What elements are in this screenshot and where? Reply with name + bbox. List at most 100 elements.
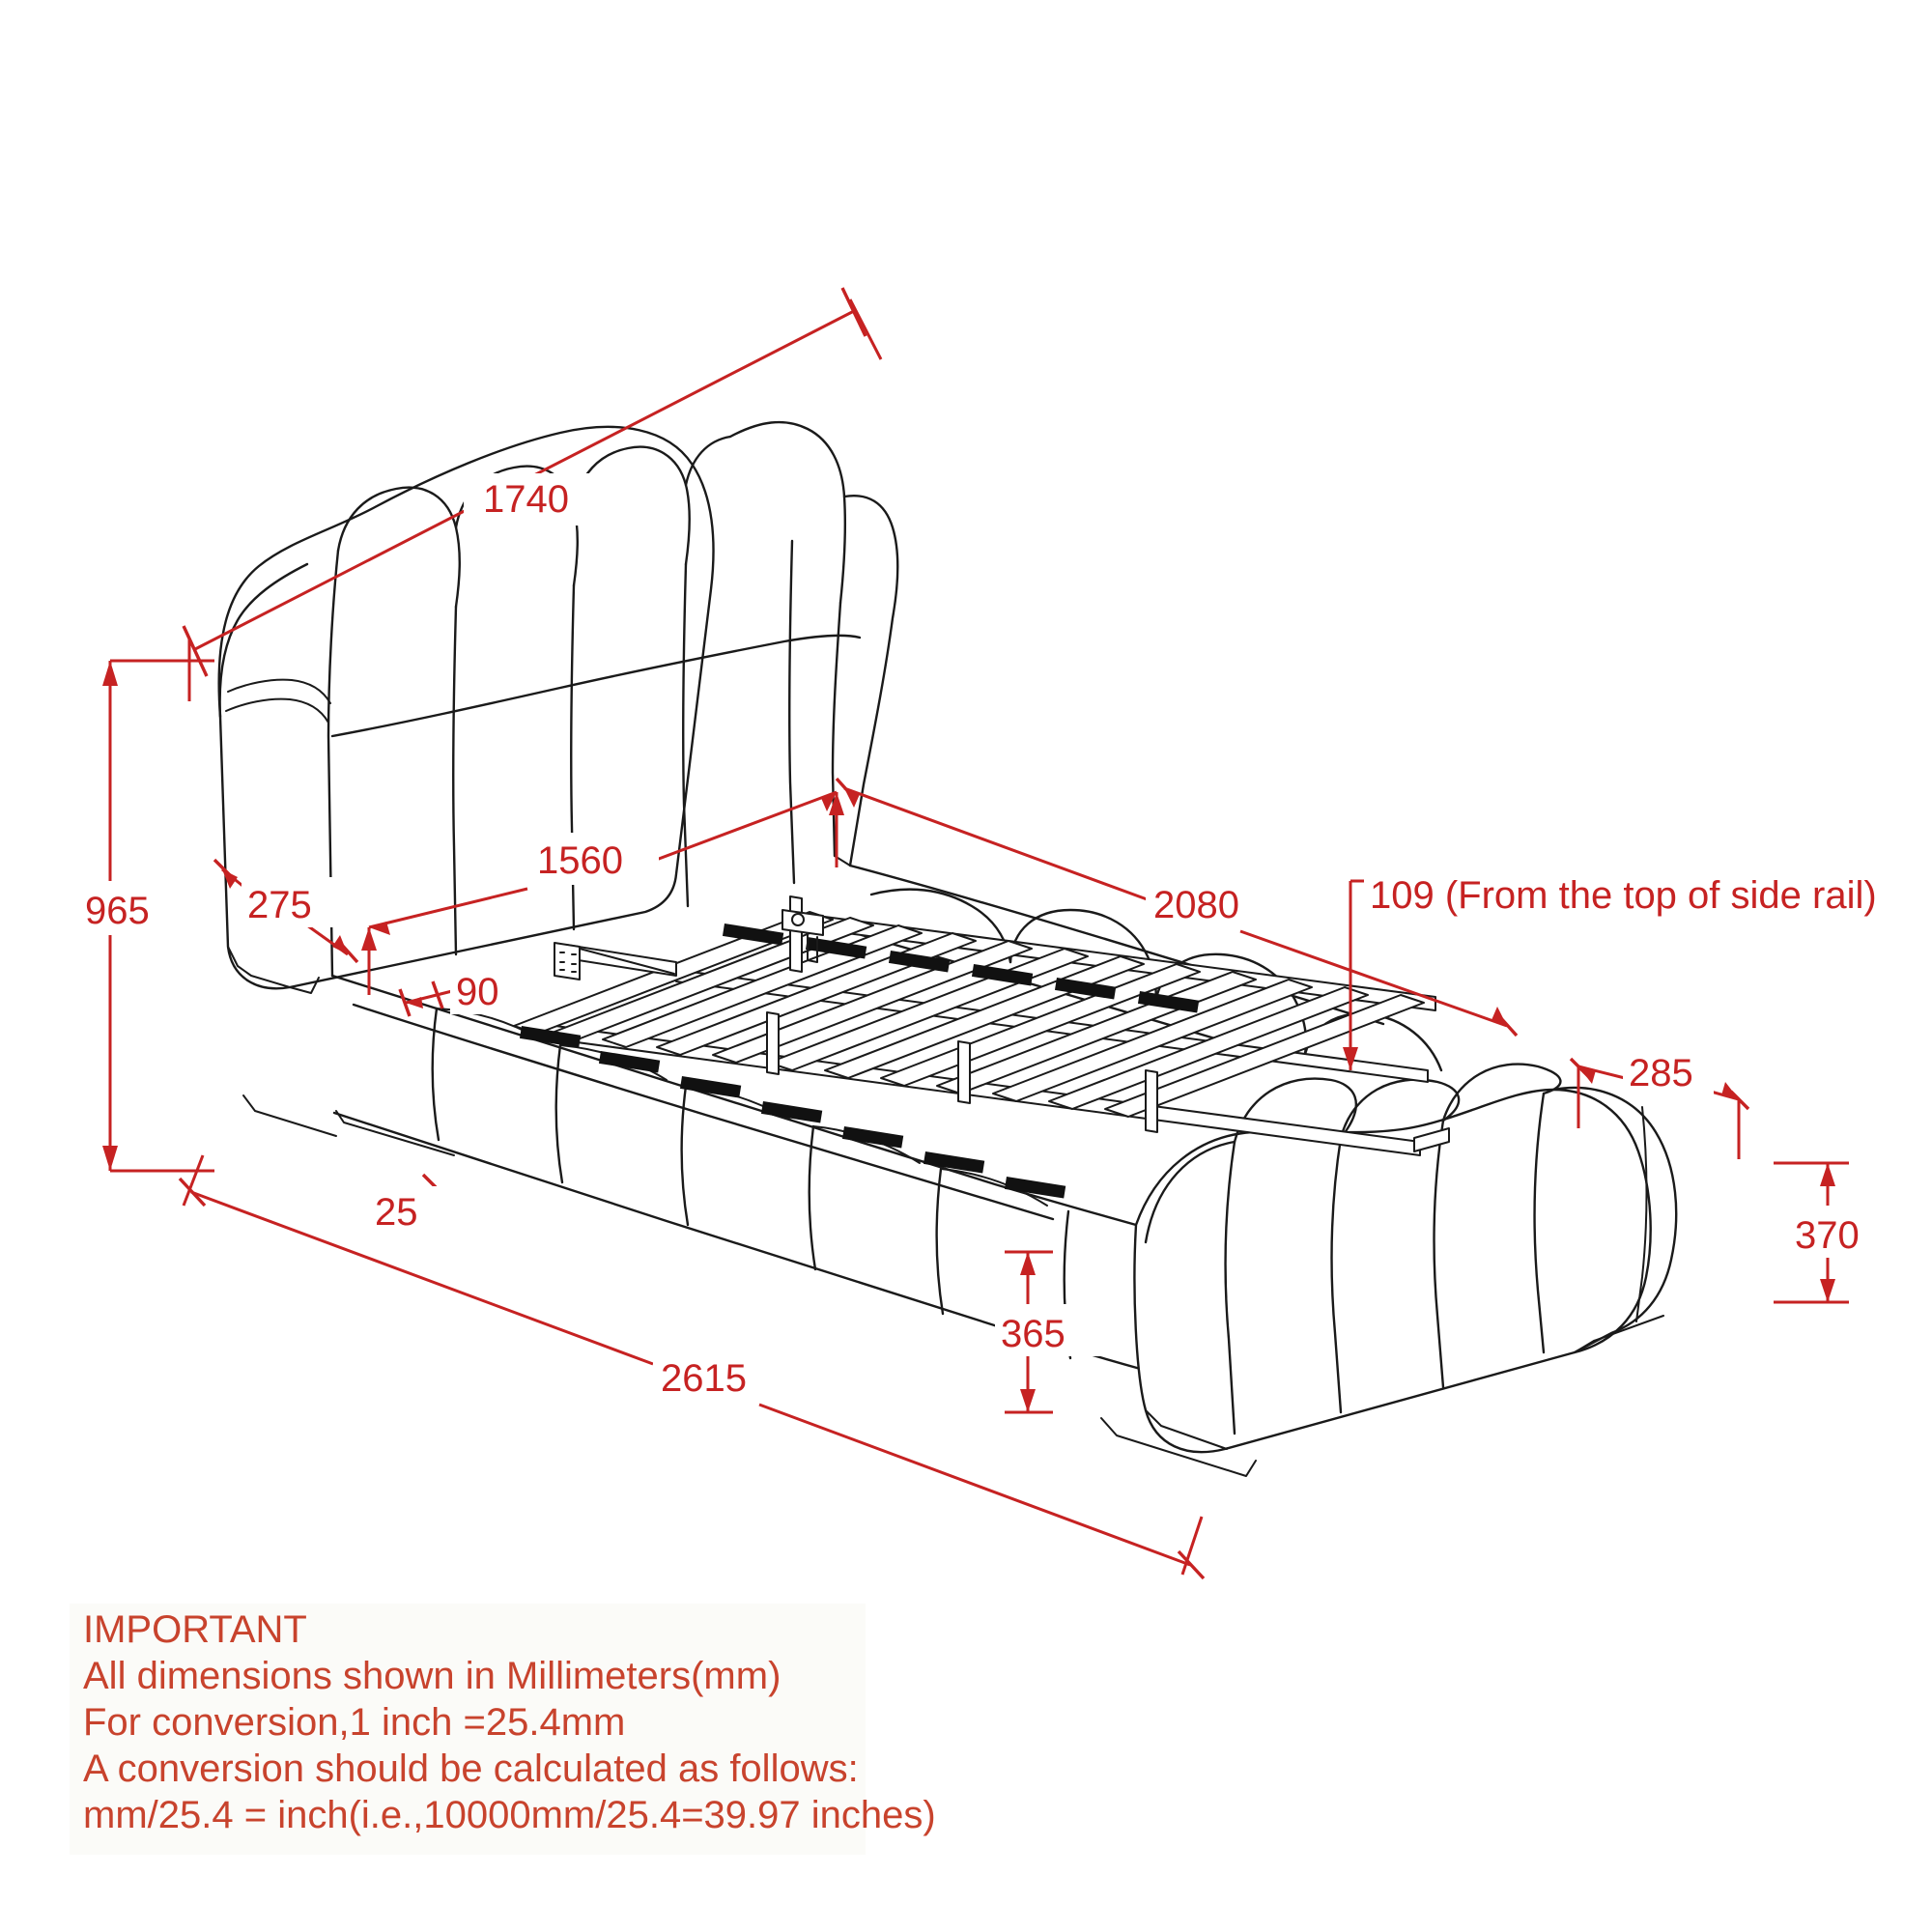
rail-seam-a: [431, 1007, 440, 1142]
slat: [712, 940, 1033, 1064]
strap: [1137, 991, 1200, 1013]
strap: [598, 1051, 661, 1073]
strap: [923, 1151, 985, 1174]
dimension-275: 275: [213, 858, 359, 964]
bed-base: [227, 864, 1678, 1477]
bed-illustration: [217, 420, 1678, 1477]
base-left-plinth: [242, 1094, 337, 1137]
headboard-base-shadow: [289, 977, 320, 994]
dimension-285: 285: [1569, 1045, 1750, 1159]
dimension-label-370: 370: [1795, 1214, 1860, 1257]
dimension-25: 25: [369, 1173, 442, 1235]
dimension-2080: 2080: [835, 777, 1519, 1037]
important-note-block: IMPORTANT All dimensions shown in Millim…: [70, 1604, 936, 1855]
near-rail-inner-edge: [352, 1003, 1055, 1221]
dimension-label-109: 109 (From the top of side rail): [1370, 874, 1877, 917]
strap: [722, 923, 784, 946]
headboard-right-outline: [842, 494, 899, 867]
dimension-label-965: 965: [85, 890, 150, 932]
dimension-1560: 1560: [361, 790, 844, 995]
dimension-109: 109 (From the top of side rail): [1343, 867, 1905, 1070]
near-rail-top-edge: [330, 974, 1138, 1227]
headboard-seam-2: [569, 583, 576, 931]
footboard-seam-4: [1533, 1092, 1546, 1354]
dimension-label-25: 25: [375, 1191, 418, 1234]
footboard-plinth-right: [1574, 1315, 1664, 1353]
footboard-far-corner: [1551, 1086, 1678, 1354]
centre-support-legs: [766, 1011, 1158, 1133]
bracket-plate: [554, 942, 581, 980]
footboard-far-seam: [1635, 1106, 1648, 1322]
dimension-label-2615: 2615: [661, 1357, 747, 1400]
slat: [992, 979, 1313, 1102]
slat: [1104, 994, 1425, 1118]
tuft-lobe-4: [684, 435, 732, 487]
dimension-label-2080: 2080: [1153, 884, 1239, 926]
strap: [1004, 1176, 1066, 1199]
base-left-corner: [227, 946, 291, 988]
slat: [1048, 986, 1369, 1110]
tuft-lobe-1: [336, 486, 461, 609]
footboard-seam-2: [1330, 1136, 1343, 1414]
bracket-post: [789, 895, 803, 973]
slat: [602, 924, 923, 1048]
strap: [519, 1026, 582, 1048]
rail-seam-e: [935, 1167, 945, 1316]
note-heading: IMPORTANT: [83, 1608, 307, 1651]
dimension-label-1740: 1740: [483, 478, 569, 521]
footboard-seam-3: [1433, 1119, 1445, 1389]
note-line-3: A conversion should be calculated as fol…: [83, 1747, 859, 1790]
headboard-right-lobe-top: [728, 420, 846, 605]
dimension-label-1560: 1560: [537, 839, 623, 882]
bracket-tab: [807, 934, 818, 963]
rail-seam-c: [680, 1084, 690, 1227]
headboard-side-panel: [218, 562, 309, 719]
headboard-side-panel-edge: [327, 549, 340, 978]
dimension-label-90: 90: [456, 971, 499, 1013]
bracket-hole: [559, 952, 565, 971]
near-rail-plinth: [335, 1110, 455, 1156]
slat-platform: [513, 895, 1450, 1199]
rail-seam-b: [554, 1043, 564, 1184]
headboard-side-bevel: [225, 697, 329, 724]
strap: [1054, 977, 1117, 1000]
dimension-1740: 1740: [182, 287, 883, 701]
dimension-2615: 2615: [178, 1154, 1206, 1580]
strap: [679, 1076, 742, 1098]
footboard-seam-1: [1224, 1140, 1236, 1435]
slat-frame-end-cap: [1413, 1127, 1450, 1152]
dimension-label-275: 275: [247, 884, 312, 926]
note-line-4: mm/25.4 = inch(i.e.,10000mm/25.4=39.97 i…: [83, 1794, 936, 1836]
tuft-lobe-3: [572, 445, 691, 566]
strap: [888, 950, 951, 973]
headboard-right-lobe-2: [831, 601, 842, 858]
dimension-label-285: 285: [1629, 1052, 1693, 1094]
note-line-1: All dimensions shown in Millimeters(mm): [83, 1655, 781, 1697]
strap: [841, 1126, 904, 1149]
headboard-seam-4: [787, 539, 796, 885]
dimension-label-365: 365: [1001, 1313, 1065, 1355]
dimension-965: 965: [77, 659, 214, 1173]
footboard-plinth: [1145, 1409, 1228, 1450]
support-leg: [766, 1011, 780, 1075]
dimension-370: 370: [1774, 1161, 1895, 1304]
note-background: [70, 1604, 866, 1855]
dimension-90: 90: [398, 966, 533, 1017]
footboard-lobe-3: [1339, 1078, 1461, 1140]
rail-bulge-arc-e: [940, 1168, 1048, 1207]
rail-seam-d: [808, 1124, 817, 1271]
headboard-seam-3: [681, 562, 690, 908]
headboard-tuft-band: [330, 634, 862, 738]
bracket-pin: [791, 913, 805, 926]
footboard: [1100, 1063, 1678, 1477]
support-leg: [1145, 1069, 1158, 1133]
strap: [805, 936, 867, 959]
footboard-foot-bar: [1100, 1417, 1257, 1477]
footboard-lobe-1: [1144, 1140, 1236, 1244]
dimension-365: 365: [995, 1250, 1103, 1414]
strap: [760, 1101, 823, 1123]
dimension-annotations: 1740 965 275: [77, 287, 1905, 1580]
note-line-2: For conversion,1 inch =25.4mm: [83, 1701, 625, 1744]
headboard-seam-1: [451, 605, 458, 956]
